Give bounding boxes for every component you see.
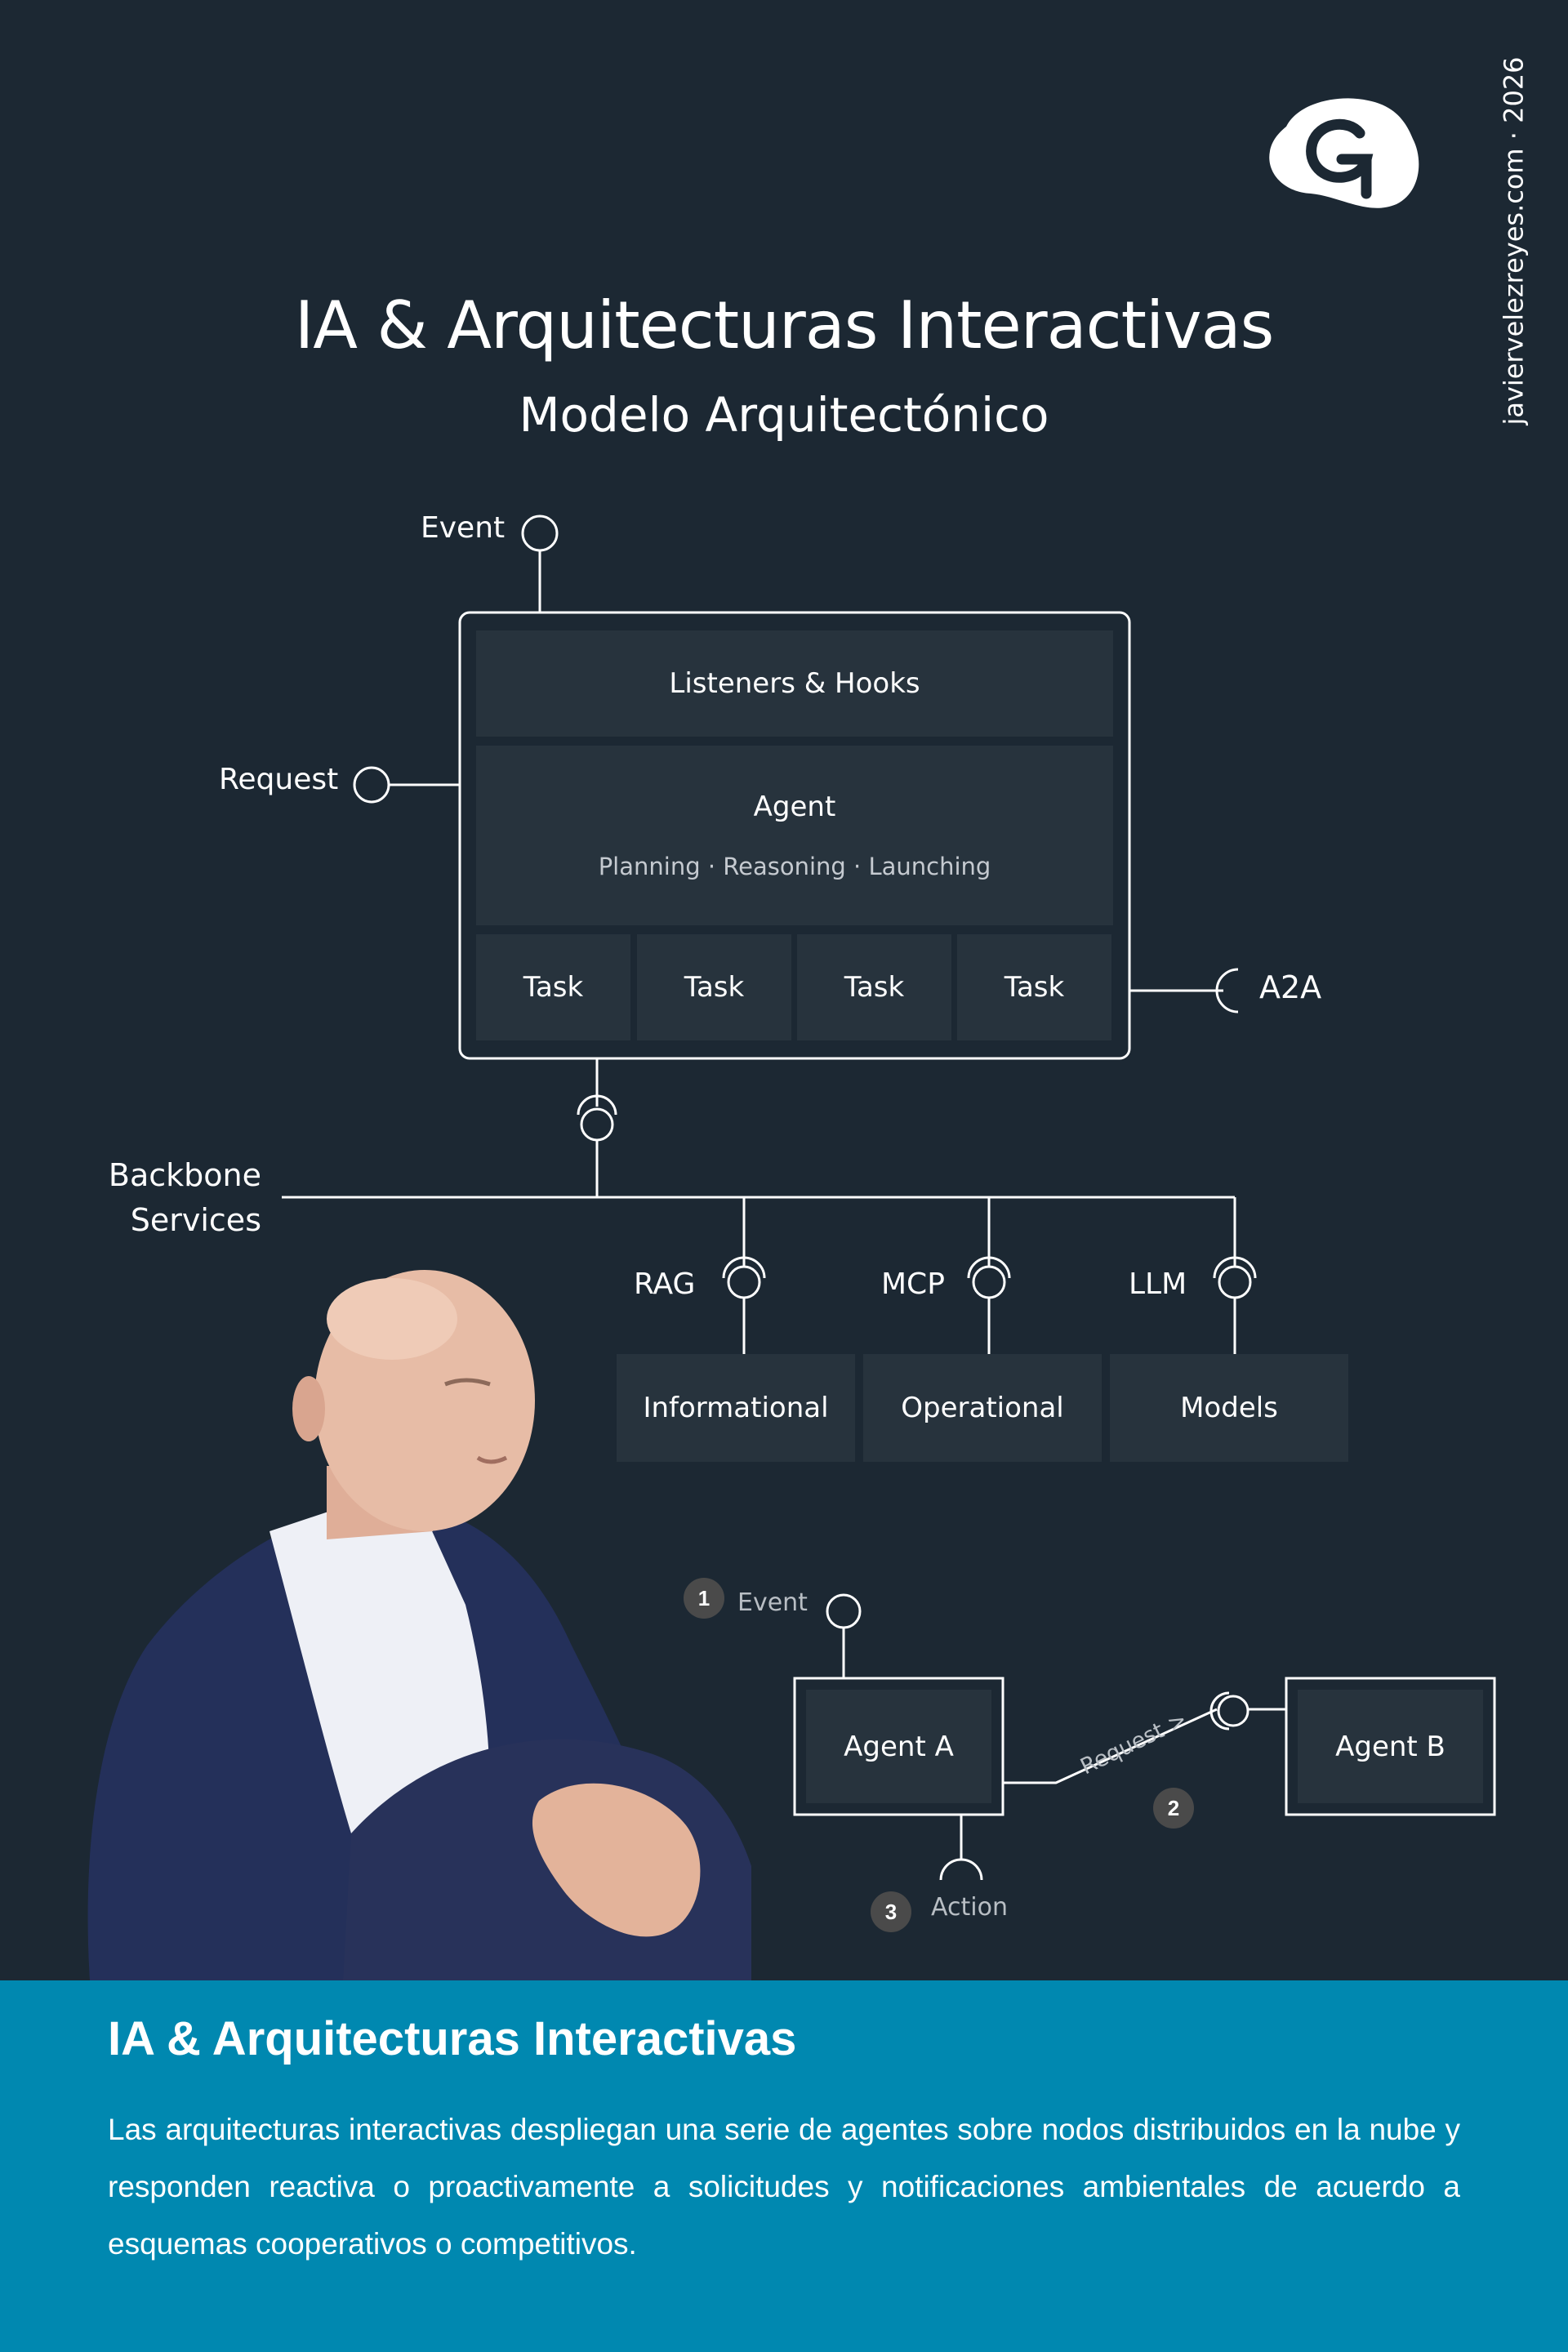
- agent-a-label: Agent A: [844, 1730, 954, 1763]
- a2a-interface-label: A2A: [1259, 969, 1322, 1005]
- agent-b-label: Agent B: [1335, 1730, 1446, 1763]
- task-box: Task: [797, 934, 951, 1040]
- backbone-label-line1: Backbone: [108, 1157, 261, 1193]
- task-label: Task: [1004, 971, 1065, 1004]
- models-label: Models: [1180, 1392, 1278, 1424]
- informational-service-box: Informational: [617, 1354, 855, 1462]
- listeners-hooks-layer: Listeners & Hooks: [476, 630, 1113, 737]
- footer-body: Las arquitecturas interactivas despliega…: [108, 2113, 1460, 2261]
- page-subtitle: Modelo Arquitectónico: [519, 387, 1049, 443]
- footer-banner: IA & Arquitecturas Interactivas Las arqu…: [0, 1980, 1568, 2352]
- backbone-label: Backbone Services: [90, 1153, 261, 1243]
- request-interface-label: Request: [219, 763, 339, 796]
- page-title: IA & Arquitecturas Interactivas: [294, 287, 1275, 363]
- step-2-badge: 2: [1153, 1788, 1194, 1829]
- rag-protocol-label: RAG: [634, 1267, 696, 1301]
- agent-a-box: Agent A: [806, 1690, 991, 1803]
- event-interface-label: Event: [421, 511, 506, 545]
- agent-layer: Agent Planning · Reasoning · Launching: [476, 746, 1113, 925]
- task-label: Task: [844, 971, 905, 1004]
- operational-label: Operational: [901, 1392, 1064, 1424]
- step-3-label: Action: [931, 1893, 1008, 1922]
- task-label: Task: [684, 971, 745, 1004]
- task-box: Task: [637, 934, 791, 1040]
- footer-title: IA & Arquitecturas Interactivas: [108, 2012, 797, 2065]
- step-3-badge: 3: [871, 1891, 911, 1932]
- task-box: Task: [957, 934, 1111, 1040]
- operational-service-box: Operational: [863, 1354, 1102, 1462]
- jvr-monogram-logo-icon: [1269, 98, 1419, 208]
- agent-label: Agent: [753, 791, 836, 823]
- llm-protocol-label: LLM: [1129, 1267, 1187, 1301]
- agent-detail: Planning · Reasoning · Launching: [598, 853, 991, 880]
- mcp-protocol-label: MCP: [881, 1267, 945, 1301]
- listeners-hooks-label: Listeners & Hooks: [669, 667, 920, 700]
- informational-label: Informational: [643, 1392, 829, 1424]
- backbone-label-line2: Services: [130, 1202, 261, 1238]
- models-service-box: Models: [1110, 1354, 1348, 1462]
- step-1-label: Event: [737, 1588, 808, 1617]
- task-box: Task: [476, 934, 630, 1040]
- step-1-badge: 1: [684, 1578, 724, 1619]
- task-label: Task: [523, 971, 584, 1004]
- agent-b-box: Agent B: [1298, 1690, 1483, 1803]
- person-portrait-icon: [87, 1270, 751, 1980]
